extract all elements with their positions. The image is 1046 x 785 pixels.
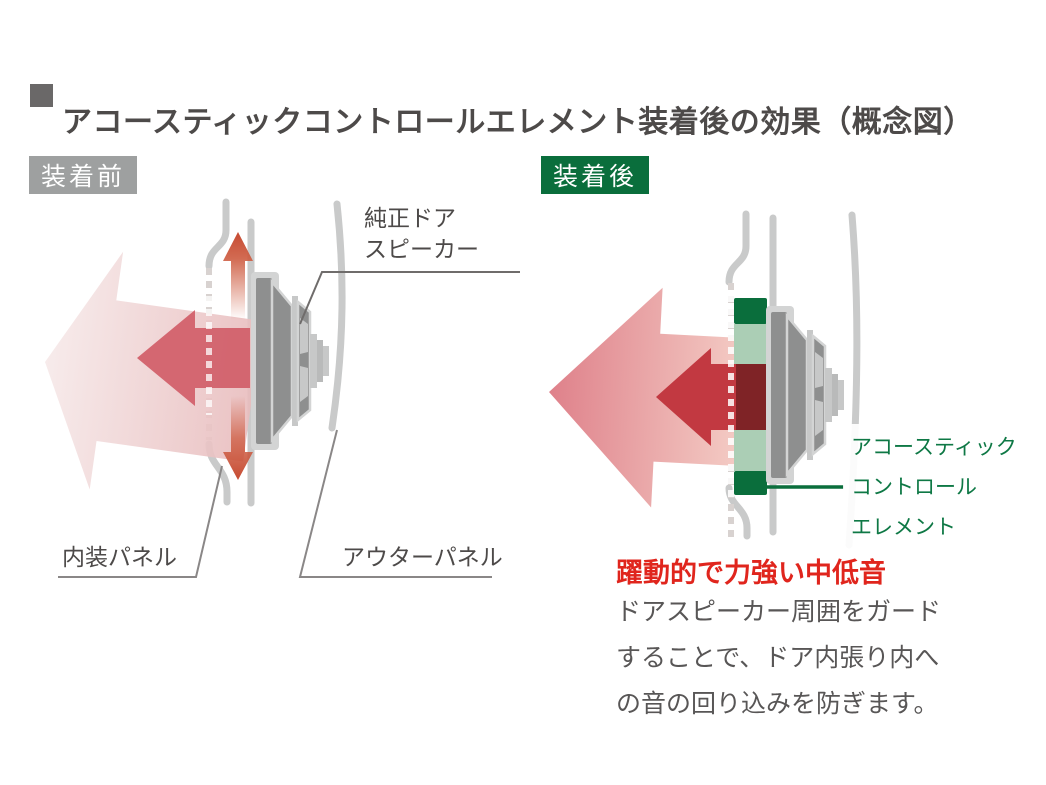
effect-description: ドアスピーカー周囲をガード することで、ドア内張り内へ の音の回り込みを防ぎます… (616, 598, 942, 718)
outer-panel-leader-line (298, 429, 492, 578)
page-title: アコースティックコントロールエレメント装着後の効果（概念図） (62, 106, 974, 140)
sound-wave-glow-arrow-after (549, 287, 753, 508)
inner-panel-leader-line (58, 465, 223, 578)
sound-wave-core-arrow (137, 310, 250, 406)
speaker-leader-line (299, 271, 520, 325)
inner-panel-label: 内装パネル (62, 544, 177, 570)
after-diagram (549, 210, 861, 549)
acoustic-control-element-label: アコースティック コントロール エレメント (843, 424, 1025, 552)
before-badge: 装着前 (29, 156, 138, 194)
door-speaker-graphic-after (764, 304, 846, 486)
sound-leak-up-arrow (223, 232, 253, 320)
genuine-door-speaker-label: 純正ドア スピーカー (364, 205, 479, 262)
title-bullet-icon (30, 84, 53, 107)
sound-leak-down-arrow (223, 396, 253, 480)
outer-panel-label: アウターパネル (342, 544, 503, 570)
outer-panel-line (328, 200, 346, 432)
before-diagram (45, 198, 520, 578)
sound-wave-core-arrow-after (656, 348, 736, 446)
door-speaker-graphic (249, 270, 331, 452)
effect-heading: 躍動的で力強い中低音 (616, 558, 886, 588)
acoustic-control-element-graphic (734, 298, 767, 495)
after-badge: 装着後 (541, 156, 650, 194)
